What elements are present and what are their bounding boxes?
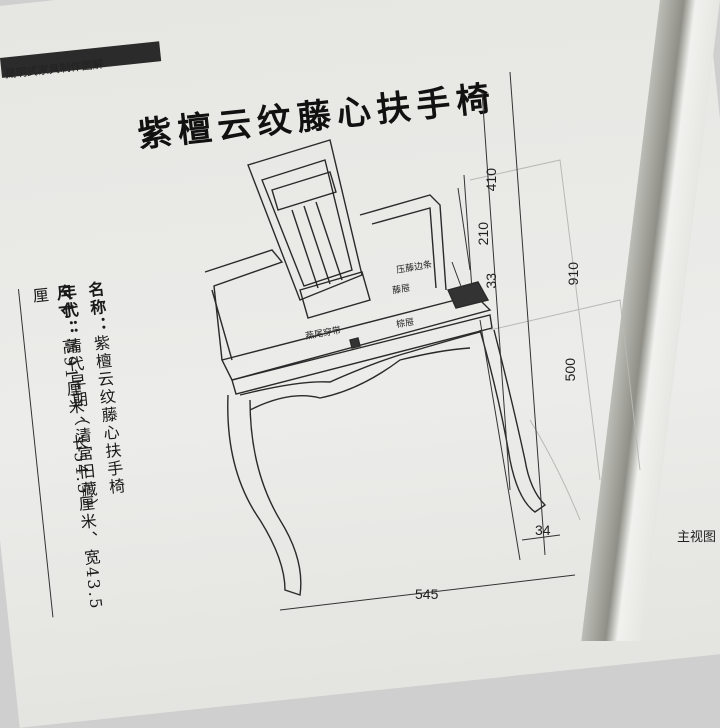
seat-section-detail <box>447 281 490 309</box>
seat-apron-top <box>231 314 493 395</box>
chair-seat <box>220 294 492 381</box>
left-arm <box>204 249 284 361</box>
dimension-910: 910 <box>565 262 581 286</box>
ghost-line <box>469 159 601 481</box>
right-arm-inner <box>371 207 437 289</box>
dimension-34: 34 <box>535 522 551 538</box>
dimension-410: 410 <box>483 168 499 192</box>
ghost-line <box>489 299 641 471</box>
apron-curve <box>239 331 481 396</box>
back-slat <box>315 201 343 281</box>
chair-outline <box>204 139 547 596</box>
back-slat <box>291 209 319 289</box>
dim-line-34 <box>521 534 561 541</box>
back-top-panel <box>271 171 337 211</box>
chair-front-view-drawing <box>204 71 641 611</box>
dim-line-210 <box>457 187 471 271</box>
apron-inner-curve <box>249 347 471 411</box>
back-bottom-panel <box>299 271 371 319</box>
dimension-545: 545 <box>415 586 439 602</box>
chair-back-inner <box>261 159 353 287</box>
view-caption: 主视图 <box>676 530 716 545</box>
left-arm-post <box>211 289 233 361</box>
ghost-line <box>529 419 581 521</box>
dim-line-910-outer <box>509 71 546 556</box>
right-arm <box>359 194 447 291</box>
back-slat <box>303 205 331 285</box>
dovetail-detail <box>349 337 361 349</box>
dim-line-500 <box>479 319 521 561</box>
dim-line-410 <box>463 174 473 291</box>
chair-back-frame <box>247 139 363 301</box>
ghost-side-view <box>469 159 641 521</box>
front-right-leg <box>479 329 547 513</box>
dimension-210: 210 <box>475 222 491 246</box>
dim-line-545 <box>279 574 576 611</box>
dim-line-910 <box>481 91 511 491</box>
dimension-lines <box>279 71 576 611</box>
dimension-500: 500 <box>562 358 578 382</box>
dimension-33: 33 <box>483 273 499 289</box>
front-left-leg <box>227 394 302 596</box>
dim-line-33 <box>451 261 467 301</box>
